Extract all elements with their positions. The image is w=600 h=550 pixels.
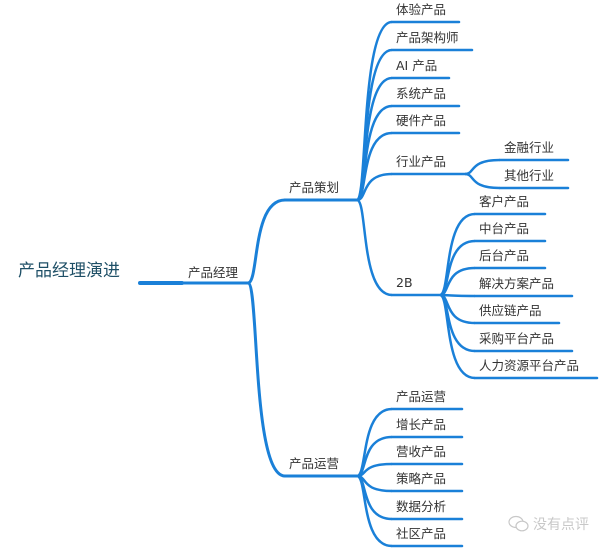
node-planning-child[interactable]: 系统产品 — [396, 86, 447, 101]
node-2b[interactable]: 2B — [396, 275, 413, 290]
node-industry-child[interactable]: 金融行业 — [504, 140, 555, 155]
node-2b-connector — [355, 198, 393, 297]
node-industry-child-connector — [464, 158, 501, 176]
node-operations-connector — [246, 281, 286, 478]
node-2b-child-connector — [439, 293, 476, 298]
node-2b-child-connector — [439, 293, 476, 380]
node-2b-child[interactable]: 采购平台产品 — [479, 331, 555, 346]
node-2b-child[interactable]: 供应链产品 — [479, 303, 542, 318]
root-node[interactable]: 产品经理演进 — [18, 261, 120, 281]
node-industry-connector — [356, 172, 393, 202]
node-product-manager[interactable]: 产品经理 — [188, 265, 239, 280]
node-2b-child[interactable]: 客户产品 — [479, 194, 530, 209]
watermark: 没有点评 — [508, 514, 589, 534]
node-planning-child[interactable]: 产品架构师 — [396, 30, 459, 45]
node-planning-child[interactable]: 体验产品 — [396, 2, 447, 17]
node-planning-child[interactable]: 硬件产品 — [396, 113, 447, 128]
node-2b-child[interactable]: 人力资源平台产品 — [479, 358, 580, 373]
node-industry-child[interactable]: 其他行业 — [504, 168, 555, 183]
node-planning-child[interactable]: AI 产品 — [396, 58, 438, 73]
node-industry-child-connector — [464, 172, 501, 190]
node-operations-child[interactable]: 增长产品 — [396, 417, 447, 432]
node-operations-child-connector — [356, 435, 393, 478]
node-operations-child[interactable]: 营收产品 — [396, 444, 447, 459]
node-operations[interactable]: 产品运营 — [289, 456, 340, 471]
node-planning[interactable]: 产品策划 — [289, 180, 340, 195]
node-operations-child[interactable]: 策略产品 — [396, 471, 447, 486]
node-operations-child[interactable]: 社区产品 — [396, 526, 447, 541]
node-planning-connector — [247, 198, 286, 285]
node-industry[interactable]: 行业产品 — [396, 154, 447, 169]
node-operations-child[interactable]: 产品运营 — [396, 389, 447, 404]
node-operations-child-connector — [356, 474, 393, 548]
node-2b-child[interactable]: 中台产品 — [479, 221, 530, 236]
node-2b-child[interactable]: 解决方案产品 — [479, 276, 555, 291]
node-operations-child[interactable]: 数据分析 — [396, 499, 447, 514]
node-2b-child[interactable]: 后台产品 — [479, 248, 530, 263]
watermark-text: 没有点评 — [533, 517, 589, 533]
wechat-icon — [508, 515, 529, 532]
